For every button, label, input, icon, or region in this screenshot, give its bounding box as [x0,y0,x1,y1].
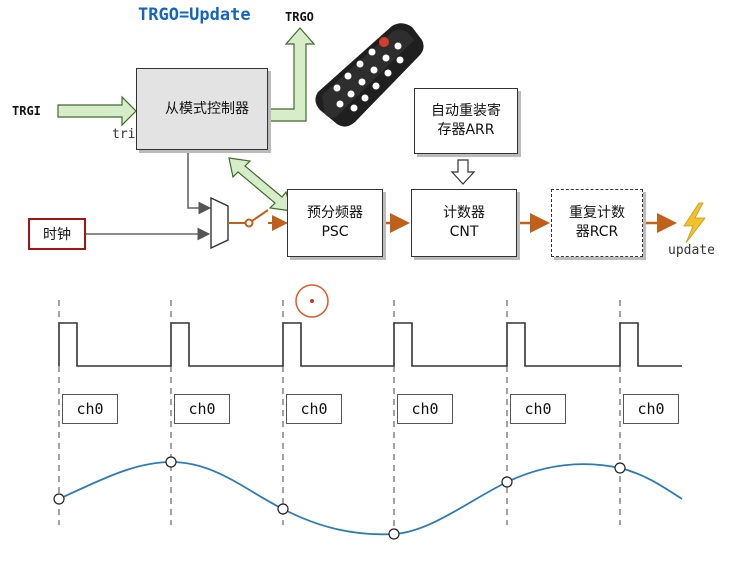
trgo-arrow [267,27,316,122]
psc-line-2: PSC [321,224,349,240]
channel-label: ch0 [174,394,230,424]
slave-mode-controller-label: 从模式控制器 [165,100,249,117]
prescaler-block: 预分频器 PSC [287,189,383,257]
arr-line-1: 自动重装寄 [431,103,501,119]
clock-mux [210,196,229,250]
cnt-line-1: 计数器 [443,205,485,221]
channel-label: ch0 [286,394,342,424]
update-label: update [668,243,715,258]
ir-remote-image [315,23,424,127]
channel-label: ch0 [397,394,453,424]
channel-label: ch0 [62,394,118,424]
arr-to-cnt-arrow [450,159,476,185]
clock-label: 时钟 [43,227,71,243]
switch-contact [244,218,254,228]
arr-line-2: 存器ARR [437,122,495,138]
psc-line-1: 预分频器 [307,205,363,221]
rcr-line-1: 重复计数 [569,205,625,221]
pulse-waveform [58,322,682,367]
cursor-dot [310,299,314,303]
diagram-title: TRGO=Update [138,5,251,25]
repetition-counter-block: 重复计数 器RCR [551,189,643,257]
channel-label: ch0 [623,394,679,424]
auto-reload-register: 自动重装寄 存器ARR [414,88,518,154]
switch-blade [251,209,269,222]
channel-label: ch0 [510,394,566,424]
trgi-label: TRGI [12,104,41,118]
sine-waveform [58,461,683,536]
slave-mode-controller: 从模式控制器 [136,68,268,150]
counter-block: 计数器 CNT [411,189,517,257]
trgo-label: TRGO [285,10,314,24]
update-lightning-icon [683,202,706,244]
rcr-line-2: 器RCR [575,224,619,240]
clock-source-box: 时钟 [28,218,86,250]
slave-psc-double-arrow [228,157,293,212]
slave-to-mux-line [187,150,212,215]
sample-points [53,456,626,540]
trgi-arrow [57,95,137,127]
cnt-line-2: CNT [449,224,479,240]
